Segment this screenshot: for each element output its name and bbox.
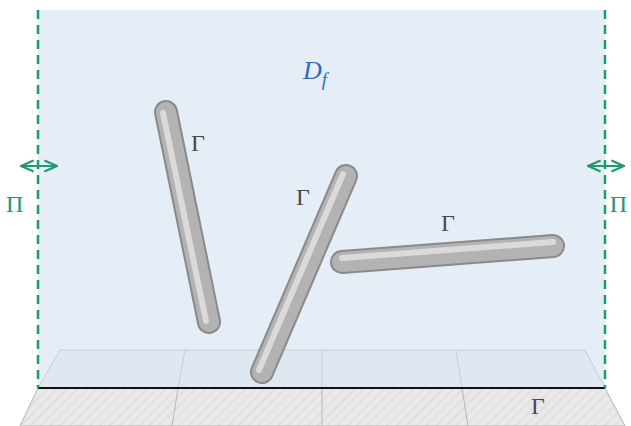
rod <box>163 112 209 322</box>
wall-plane-tiles <box>178 350 462 388</box>
boundary-label: Γ <box>441 211 455 235</box>
rods <box>163 112 553 372</box>
periodic-label: Π <box>610 192 627 216</box>
domain-label: Df <box>303 58 327 84</box>
boundary-label: Γ <box>296 185 310 209</box>
wall-plane <box>38 350 605 388</box>
rod <box>259 174 346 372</box>
wall-base <box>20 388 625 426</box>
periodic-label: Π <box>6 192 23 216</box>
rod <box>342 242 553 262</box>
wall-tiles <box>172 388 468 426</box>
boundary-label: Γ <box>191 131 205 155</box>
boundary-label: Γ <box>531 394 545 418</box>
periodic-boundary <box>38 10 605 388</box>
wall-line <box>38 387 605 389</box>
fluid-domain <box>38 10 605 388</box>
periodic-arrow <box>21 165 624 167</box>
